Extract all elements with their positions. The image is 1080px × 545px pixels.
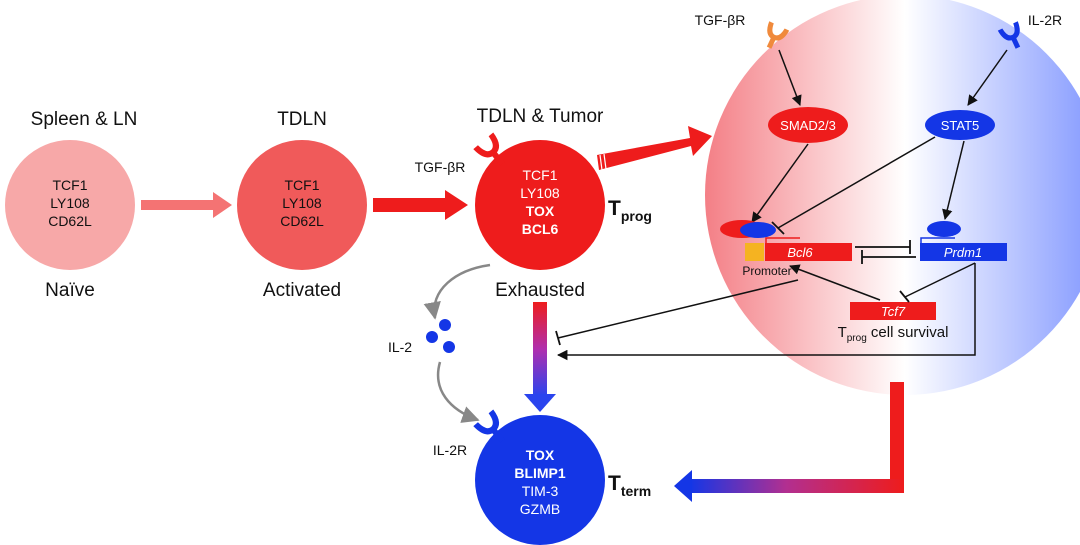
prdm1-gene-box bbox=[920, 243, 1007, 261]
tterm-marker-3: TIM-3 bbox=[522, 483, 559, 499]
il2-label: IL-2 bbox=[388, 339, 412, 355]
tumor-title: TDLN & Tumor bbox=[477, 106, 604, 127]
activated-marker-2: LY108 bbox=[282, 195, 322, 211]
naive-marker-1: TCF1 bbox=[53, 177, 88, 193]
naive-cell bbox=[5, 140, 135, 270]
il2-dot-1 bbox=[439, 319, 451, 331]
activated-caption: Activated bbox=[263, 280, 341, 301]
nucleus-to-tterm-head bbox=[674, 470, 692, 502]
il2-release-arrow bbox=[423, 263, 491, 320]
il2r-receptor-top-icon bbox=[997, 21, 1021, 49]
exhausted-label: Exhausted bbox=[495, 280, 585, 301]
naive-caption: Naïve bbox=[45, 280, 95, 301]
il2-dot-2 bbox=[426, 331, 438, 343]
il2r-receptor-bottom-icon bbox=[473, 409, 505, 443]
arrow-activated-to-tprog bbox=[373, 190, 468, 220]
naive-marker-2: LY108 bbox=[50, 195, 90, 211]
bcl6-label: Bcl6 bbox=[787, 245, 813, 260]
arrow-tprog-to-nucleus bbox=[597, 126, 712, 170]
il2r-top-label: IL-2R bbox=[1028, 12, 1062, 28]
stat5-ellipse bbox=[925, 110, 995, 140]
tterm-marker-2: BLIMP1 bbox=[514, 465, 566, 481]
tprog-marker-2: LY108 bbox=[520, 185, 560, 201]
nucleus-to-tterm-horizontal bbox=[690, 479, 904, 493]
prdm1-label: Prdm1 bbox=[944, 245, 982, 260]
activated-cell bbox=[237, 140, 367, 270]
il2r-bottom-label: IL-2R bbox=[433, 442, 467, 458]
tterm-marker-1: TOX bbox=[526, 447, 555, 463]
tprog-marker-4: BCL6 bbox=[522, 221, 559, 237]
tcf7-gene-box bbox=[850, 302, 936, 320]
spleen-title: Spleen & LN bbox=[31, 109, 138, 130]
tterm-label: Tterm bbox=[608, 472, 651, 499]
tprog-marker-3: TOX bbox=[526, 203, 555, 219]
stat5-bound-left-ellipse bbox=[740, 222, 776, 238]
arrow-naive-to-activated bbox=[141, 192, 232, 218]
tcf7-label: Tcf7 bbox=[881, 304, 906, 319]
tgfbr-top-label: TGF-βR bbox=[695, 12, 746, 28]
tterm-marker-4: GZMB bbox=[520, 501, 560, 517]
tterm-cell bbox=[475, 415, 605, 545]
promoter-label: Promoter bbox=[742, 264, 791, 278]
tgfbr-left-label: TGF-βR bbox=[415, 159, 466, 175]
stat5-bound-right-ellipse bbox=[927, 221, 961, 237]
smad-ellipse bbox=[768, 107, 848, 143]
tprog-marker-1: TCF1 bbox=[523, 167, 558, 183]
arrow-tprog-to-tterm-shaft bbox=[533, 302, 547, 396]
activated-marker-3: CD62L bbox=[280, 213, 324, 229]
tdln-title: TDLN bbox=[277, 109, 327, 130]
activated-marker-1: TCF1 bbox=[285, 177, 320, 193]
il2-dot-3 bbox=[443, 341, 455, 353]
il2-binding-arrow bbox=[436, 361, 480, 423]
bcl6-gene-box bbox=[765, 243, 852, 261]
tgfbr-receptor-top-icon bbox=[766, 21, 790, 49]
promoter-box bbox=[745, 243, 764, 261]
naive-marker-3: CD62L bbox=[48, 213, 92, 229]
nucleus-to-tterm-vertical bbox=[890, 382, 904, 486]
survival-label: Tprog cell survival bbox=[838, 324, 949, 344]
tprog-label: Tprog bbox=[608, 197, 652, 224]
tgfbr-receptor-left-icon bbox=[473, 132, 505, 166]
smad-label: SMAD2/3 bbox=[780, 118, 836, 133]
stat5-label: STAT5 bbox=[941, 118, 980, 133]
tprog-cell bbox=[475, 140, 605, 270]
arrow-tprog-to-tterm-head bbox=[524, 394, 556, 412]
